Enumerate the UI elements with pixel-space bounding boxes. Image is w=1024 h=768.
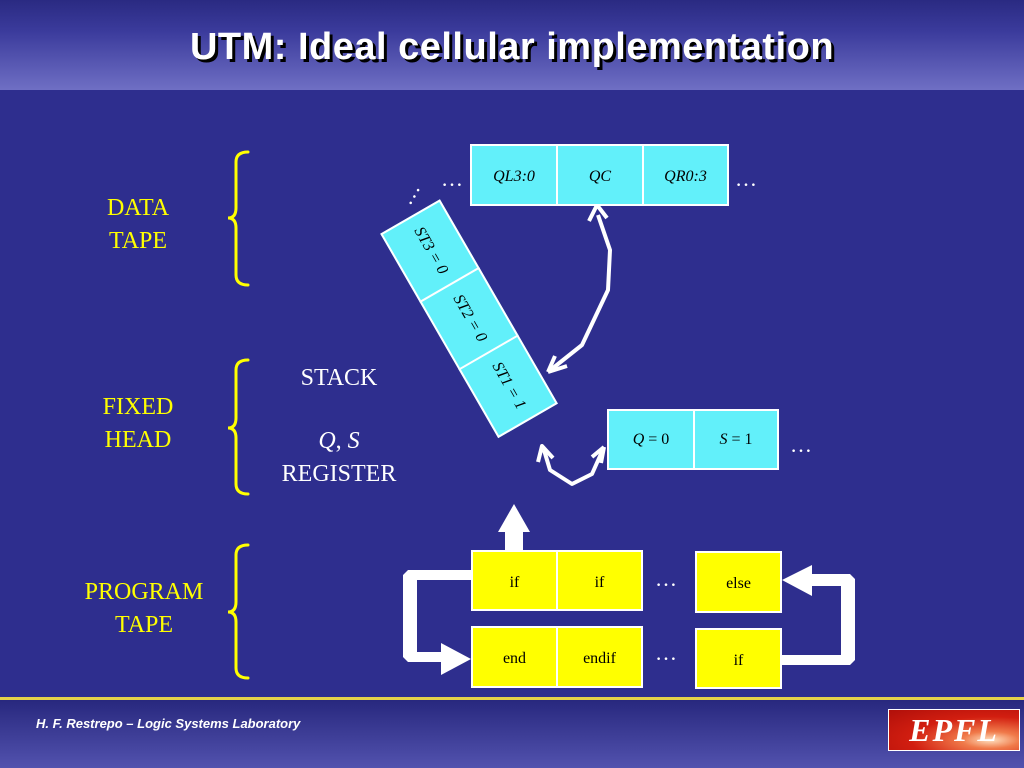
fixed-head-label: FIXED HEAD: [38, 391, 238, 457]
data-tape-cell-current: QC: [556, 144, 644, 206]
program-cell: else: [695, 551, 782, 613]
footer-credit: H. F. Restrepo – Logic Systems Laborator…: [36, 716, 301, 731]
qs-register-label: Q, S REGISTER: [219, 425, 459, 491]
slide-title: UTM: Ideal cellular implementation: [189, 26, 835, 68]
program-tape-label: PROGRAM TAPE: [44, 576, 244, 642]
footer-divider: [0, 697, 1024, 700]
q-register-cell: Q = 0: [607, 409, 695, 470]
data-tape-label-line2: TAPE: [108, 228, 168, 254]
data-tape-label: DATA TAPE: [38, 192, 238, 258]
program-to-head-arrow: [498, 504, 530, 550]
register-label: REGISTER: [281, 461, 397, 487]
data-tape-cell: QL3:0: [470, 144, 558, 206]
program-top-ellipsis: …: [655, 566, 678, 591]
stack-to-qc-arrow: [546, 214, 612, 374]
epfl-logo: EPFL: [888, 709, 1020, 751]
data-tape-cell: QR0:3: [642, 144, 729, 206]
program-bottom-ellipsis: …: [655, 640, 678, 665]
program-tape-label-line2: TAPE: [114, 612, 174, 638]
footer-bar: [0, 697, 1024, 768]
header-bar: [0, 0, 1024, 90]
program-right-loop: [782, 565, 855, 665]
program-cell: end: [471, 626, 558, 688]
register-to-stack-arrow: [542, 446, 606, 486]
stack-label: STACK: [300, 365, 378, 391]
qs-label: Q, S: [318, 428, 360, 454]
program-return-loop: [403, 570, 471, 675]
data-tape-bracket: [227, 150, 250, 287]
data-tape-label-line1: DATA: [106, 195, 170, 221]
s-register-cell: S = 1: [693, 409, 779, 470]
program-cell: if: [695, 628, 782, 689]
data-tape-ellipsis-right: …: [735, 166, 758, 191]
fixed-head-label-line2: HEAD: [104, 427, 172, 453]
register-ellipsis: …: [790, 432, 813, 457]
program-cell: if: [556, 550, 643, 611]
fixed-head-label-line1: FIXED: [102, 394, 174, 420]
fixed-head-bracket: [227, 358, 250, 496]
program-tape-bracket: [227, 543, 250, 680]
program-cell: if: [471, 550, 558, 611]
program-cell: endif: [556, 626, 643, 688]
data-tape-ellipsis-left: …: [441, 166, 464, 191]
program-tape-label-line1: PROGRAM: [84, 579, 204, 605]
